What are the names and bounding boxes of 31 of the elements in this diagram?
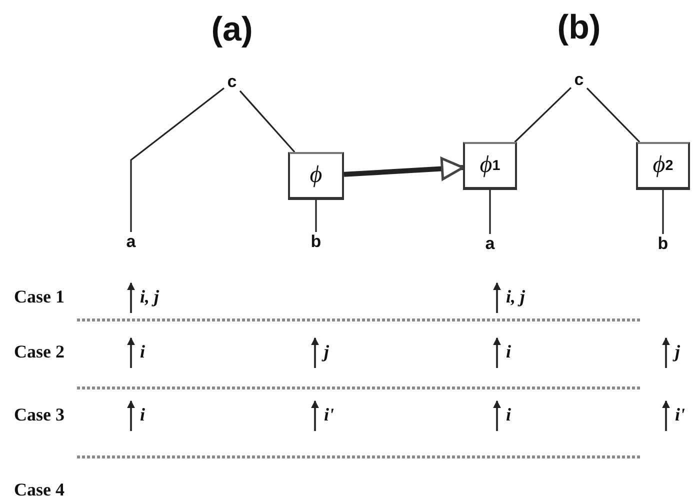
tree-branch: [239, 90, 296, 153]
panel-label: (b): [557, 8, 601, 48]
tree-node-label: b: [310, 232, 322, 252]
tree-branch: [489, 190, 491, 234]
tree-branch: [315, 200, 317, 232]
index-label: j: [675, 342, 680, 362]
index-label: i: [140, 342, 146, 362]
row-label: Case 4: [14, 480, 64, 500]
row-label: Case 2: [14, 342, 64, 362]
index-label: j: [324, 342, 330, 362]
transform-arrow: [344, 157, 464, 180]
tree-branch: [514, 87, 572, 143]
tree-node-label: c: [574, 70, 584, 90]
row-label: Case 3: [14, 404, 64, 426]
index-label: i: [506, 342, 512, 362]
index-label: i: [140, 404, 146, 426]
tree-node-label: b: [658, 234, 668, 254]
index-label: i: [506, 404, 512, 426]
panel-label: (a): [211, 10, 253, 50]
index-label: i': [675, 404, 686, 426]
function-box: ϕ: [288, 152, 344, 200]
tree-node-label: c: [227, 72, 237, 92]
tree-branch: [662, 190, 664, 234]
tree-branch: [586, 88, 640, 143]
index-label: i, j: [140, 286, 160, 308]
tree-node-label: a: [485, 234, 495, 254]
tree-branch: [130, 88, 224, 232]
index-label: i, j: [506, 286, 526, 308]
index-label: i': [324, 404, 334, 426]
tree-node-label: a: [126, 232, 136, 252]
row-label: Case 1: [14, 286, 64, 308]
